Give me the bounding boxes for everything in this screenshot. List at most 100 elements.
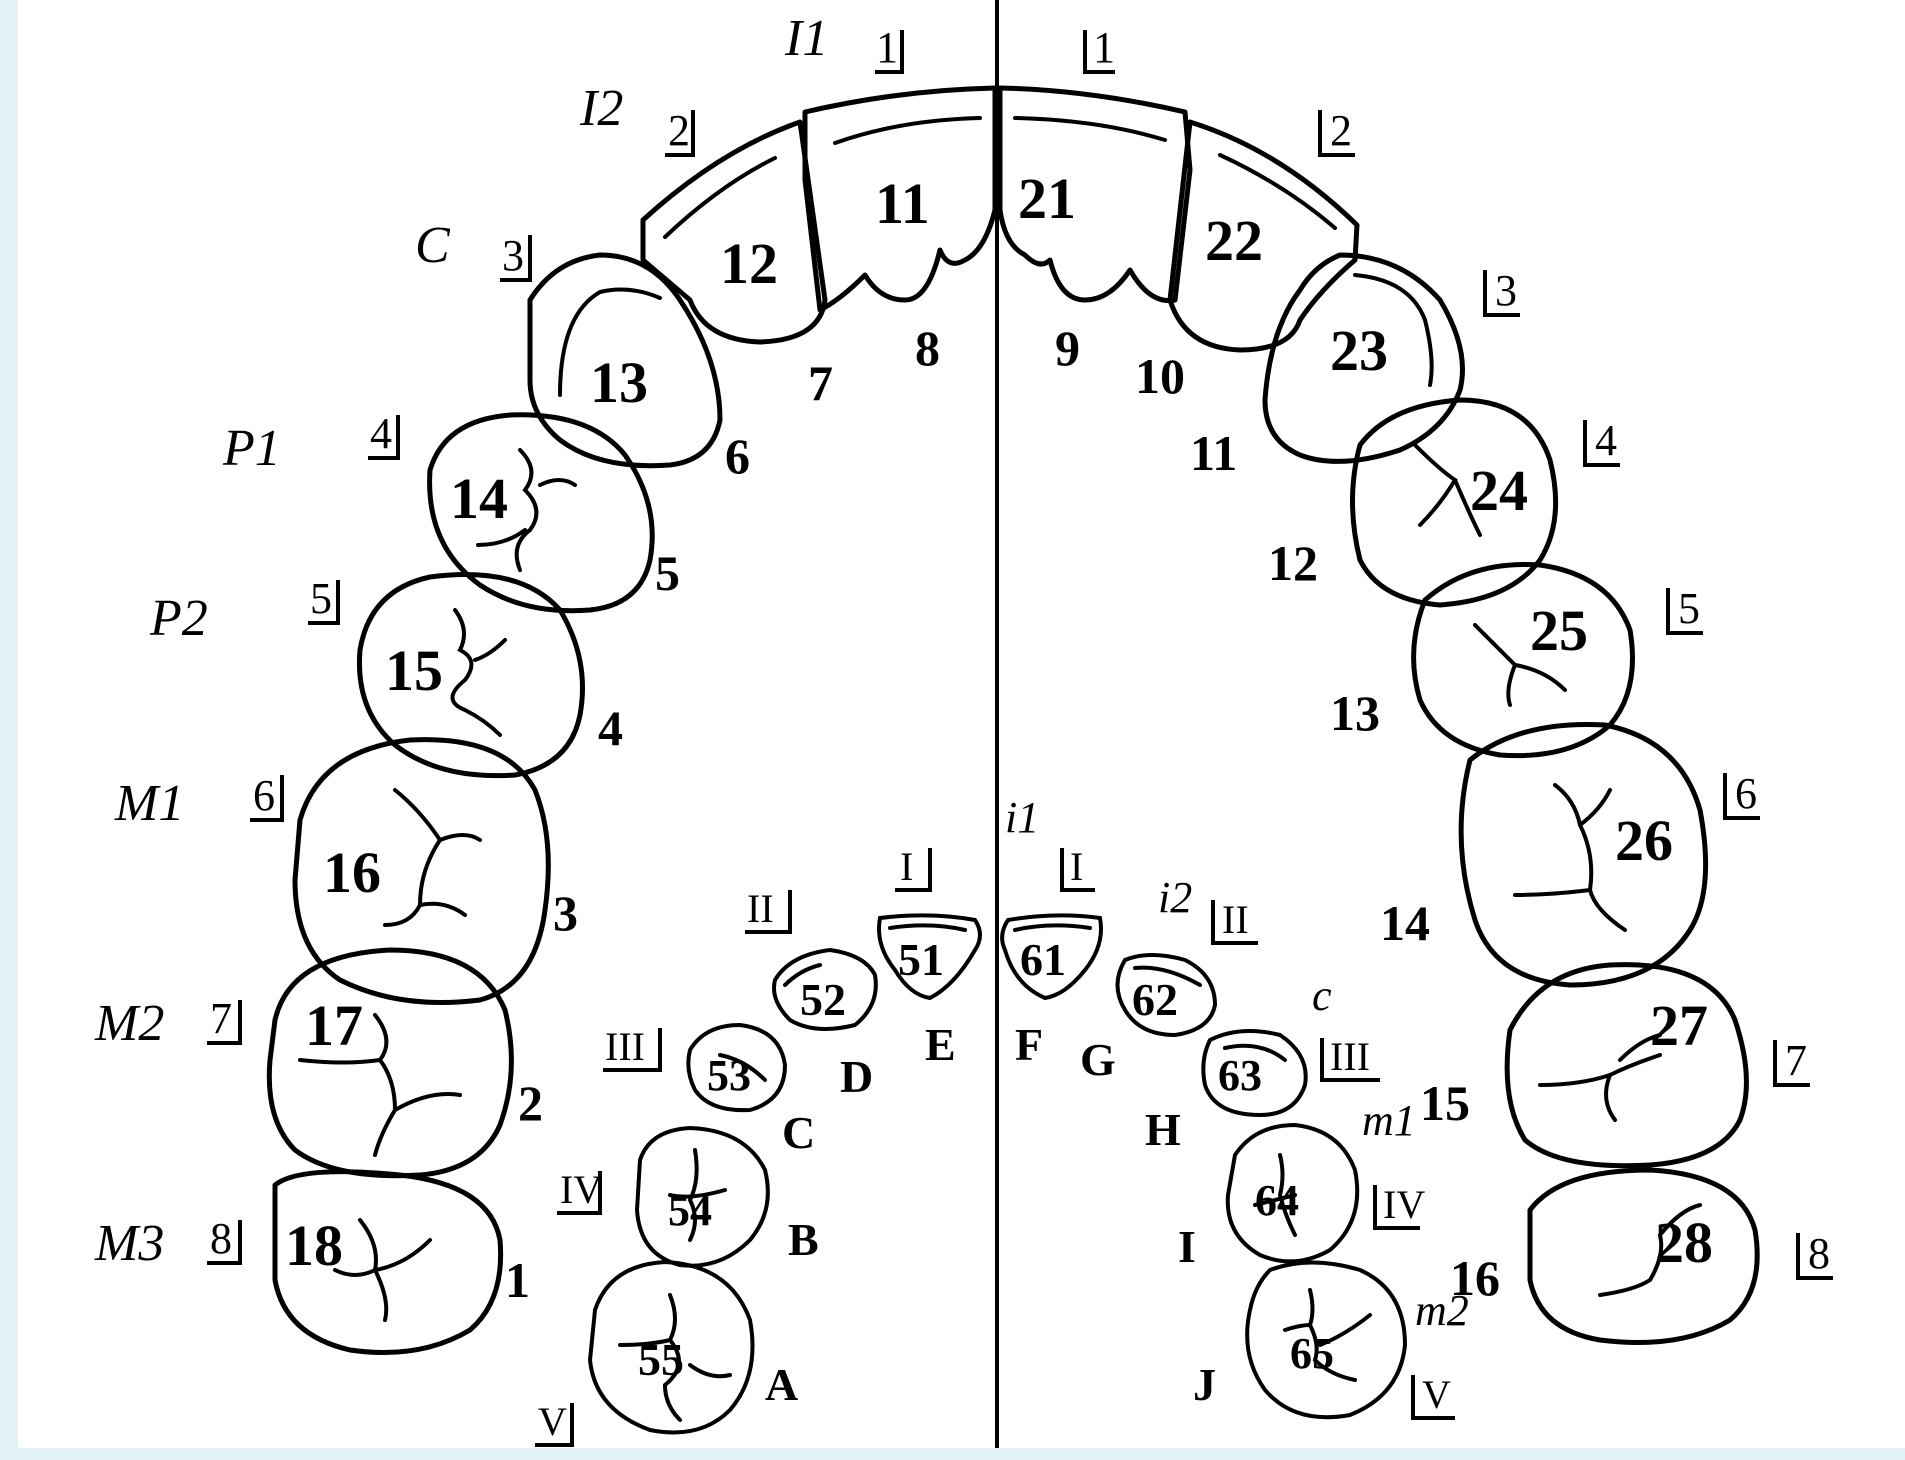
type-label-M1: M1: [114, 775, 184, 832]
fdi-53: 53: [707, 1051, 751, 1100]
zsig-l-1: 1: [1093, 23, 1115, 72]
gap-number-2: 2: [518, 1075, 543, 1131]
gap-number-14: 14: [1380, 895, 1430, 951]
fdi-28: 28: [1655, 1210, 1713, 1275]
gap-number-8: 8: [915, 320, 940, 376]
type-label-I2: I2: [579, 80, 623, 137]
type-label-m2: m2: [1415, 1286, 1469, 1335]
tooth-51-groove: [890, 925, 965, 930]
zsig-r-8: 8: [210, 1214, 232, 1263]
tooth-15-groove-1: [453, 610, 501, 735]
tooth-16-groove-3: [420, 904, 465, 915]
fdi-27: 27: [1650, 993, 1708, 1058]
zsig-r-5: 5: [310, 574, 332, 623]
gap-number-1: 1: [505, 1252, 530, 1308]
fdi-25: 25: [1530, 598, 1588, 663]
fdi-52: 52: [800, 974, 846, 1025]
zsig-l-5: 5: [1678, 584, 1700, 633]
zsigmondy-permanent-right: 1 2 3 4 5 6 7 8: [207, 23, 902, 1263]
fdi-23: 23: [1330, 318, 1388, 383]
fdi-61: 61: [1020, 934, 1066, 985]
fdi-62: 62: [1132, 974, 1178, 1025]
type-label-P1: P1: [222, 420, 281, 477]
tooth-21-groove: [1015, 118, 1165, 140]
letter-F: F: [1015, 1019, 1043, 1070]
zsig-pl-I: I: [1070, 844, 1083, 889]
zsig-pr-IV: IV: [560, 1167, 602, 1212]
fdi-65: 65: [1290, 1329, 1334, 1378]
tooth-26-groove-3: [1580, 790, 1610, 825]
gap-number-12: 12: [1268, 535, 1318, 591]
zsig-l-4: 4: [1595, 416, 1617, 465]
fdi-14: 14: [450, 466, 508, 531]
zsig-pr-V: V: [538, 1399, 567, 1444]
gap-number-11: 11: [1190, 425, 1237, 481]
type-label-C: C: [415, 217, 451, 274]
zsig-r-6: 6: [253, 771, 275, 820]
fdi-22: 22: [1205, 208, 1263, 273]
zsig-l-7: 7: [1785, 1036, 1807, 1085]
zsig-l-3: 3: [1495, 266, 1517, 315]
tooth-14-groove-1: [517, 450, 537, 570]
type-label-P2: P2: [149, 590, 208, 647]
tooth-61-groove: [1015, 925, 1090, 930]
fdi-18: 18: [285, 1213, 343, 1278]
zsig-r-7: 7: [210, 994, 232, 1043]
letter-D: D: [840, 1051, 873, 1102]
zsig-l-2: 2: [1330, 106, 1352, 155]
zsig-l-6: 6: [1735, 769, 1757, 818]
tooth-24-groove-1: [1415, 445, 1455, 525]
zsig-r-2: 2: [668, 106, 690, 155]
type-label-i1: i1: [1005, 793, 1039, 842]
gap-number-15: 15: [1420, 1075, 1470, 1131]
tooth-12-groove: [665, 158, 775, 237]
tooth-17-groove-2: [300, 1060, 380, 1063]
gap-number-6: 6: [725, 428, 750, 484]
letter-I: I: [1178, 1221, 1196, 1272]
fdi-63: 63: [1218, 1051, 1262, 1100]
gap-number-10: 10: [1135, 348, 1185, 404]
tooth-55-groove-3: [690, 1365, 730, 1376]
fdi-51: 51: [898, 934, 944, 985]
fdi-15: 15: [385, 638, 443, 703]
tooth-17-outline: [269, 950, 511, 1176]
tooth-17-groove-3: [395, 1094, 460, 1110]
fdi-24: 24: [1470, 458, 1528, 523]
fdi-21: 21: [1018, 166, 1076, 231]
zsig-pr-III: III: [605, 1024, 645, 1069]
fdi-26: 26: [1615, 808, 1673, 873]
tooth-15-groove-2: [475, 640, 505, 660]
tooth-18-groove-2: [375, 1240, 430, 1270]
zsig-r-3: 3: [502, 231, 524, 280]
zsig-pl-III: III: [1330, 1034, 1370, 1079]
fdi-55: 55: [638, 1334, 684, 1385]
letter-C: C: [782, 1107, 815, 1158]
type-label-I1: I1: [784, 10, 828, 67]
type-label-M3: M3: [94, 1215, 164, 1272]
tooth-28-outline: [1530, 1170, 1757, 1343]
gap-number-9: 9: [1055, 320, 1080, 376]
letter-E: E: [925, 1019, 956, 1070]
type-label-M2: M2: [94, 995, 164, 1052]
tooth-27-outline: [1507, 965, 1746, 1166]
letter-G: G: [1080, 1034, 1116, 1085]
tooth-27-groove-2: [1606, 1075, 1615, 1120]
fdi-64: 64: [1255, 1176, 1299, 1225]
tooth-14-groove-2: [540, 480, 575, 485]
gap-number-3: 3: [553, 885, 578, 941]
tooth-27-groove-1: [1540, 1055, 1660, 1085]
zsig-pl-II: II: [1222, 897, 1249, 942]
letter-B: B: [788, 1214, 819, 1265]
fdi-12: 12: [720, 231, 778, 296]
gap-number-7: 7: [808, 355, 833, 411]
letter-J: J: [1193, 1359, 1216, 1410]
tooth-25-groove-1: [1475, 625, 1515, 705]
zsig-pr-II: II: [747, 886, 774, 931]
zsig-r-1: 1: [876, 23, 898, 72]
fdi-17: 17: [305, 993, 363, 1058]
tooth-26-groove-2: [1515, 890, 1590, 895]
fdi-13: 13: [590, 350, 648, 415]
tooth-25-groove-2: [1515, 665, 1565, 690]
